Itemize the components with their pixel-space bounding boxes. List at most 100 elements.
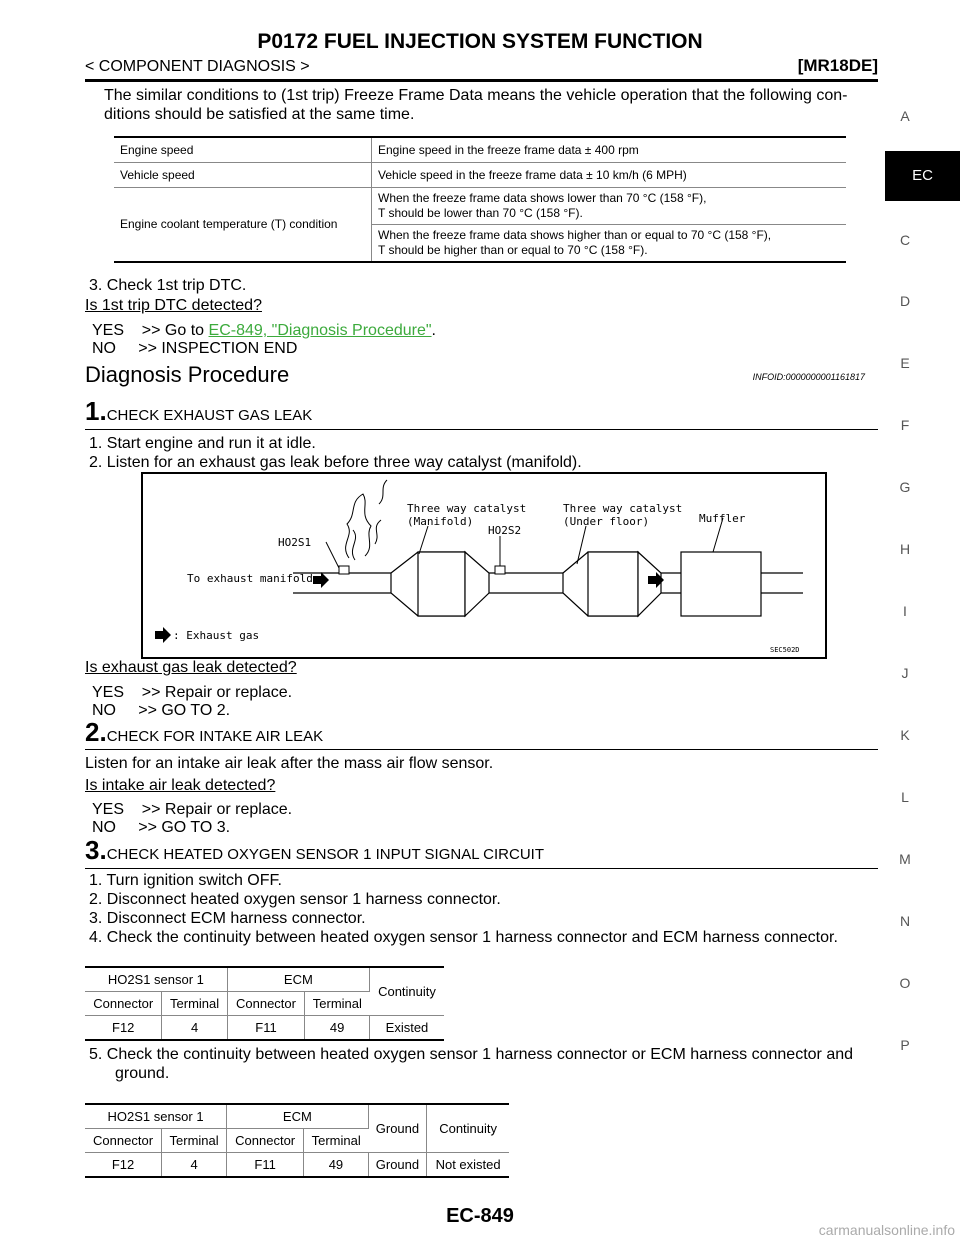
index-tab-e[interactable]: E: [900, 355, 910, 371]
table-cell: 49: [303, 1152, 369, 1177]
table-cell: When the freeze frame data shows lower t…: [371, 187, 846, 225]
list-item: 1. Turn ignition switch OFF.: [89, 872, 282, 889]
step-2-header: 2.CHECK FOR INTAKE AIR LEAK: [85, 717, 323, 748]
index-tab-c[interactable]: C: [899, 232, 911, 248]
ground-continuity-table: HO2S1 sensor 1 ECM Ground Continuity Con…: [85, 1103, 509, 1178]
check-dtc-step: 3. Check 1st trip DTC.: [89, 277, 247, 294]
table-row: Engine coolant temperature (T) condition…: [114, 187, 846, 263]
table-row: F12 4 F11 49 Ground Not existed: [85, 1152, 509, 1177]
header-divider: [85, 79, 878, 82]
table-cell: Engine speed in the freeze frame data ± …: [371, 137, 846, 163]
yes-prefix: YES >> Go to: [92, 322, 209, 339]
table-cell: 4: [161, 1015, 228, 1040]
coolant-low-line-2: T should be lower than 70 °C (158 °F).: [378, 206, 583, 220]
step-divider: [85, 868, 878, 869]
intro-text: The similar conditions to (1st trip) Fre…: [104, 86, 847, 124]
column-header: Terminal: [304, 991, 370, 1016]
step-3-header: 3.CHECK HEATED OXYGEN SENSOR 1 INPUT SIG…: [85, 835, 544, 866]
column-header: Connector: [85, 991, 163, 1016]
table-row: When the freeze frame data shows higher …: [114, 225, 846, 263]
exhaust-system-diagram: Three way catalyst (Manifold) Three way …: [141, 472, 827, 659]
index-tab-f[interactable]: F: [900, 417, 910, 433]
column-header: Connector: [227, 991, 306, 1016]
table-cell: Engine coolant temperature (T) condition: [114, 187, 372, 263]
list-item: 3. Disconnect ECM harness connector.: [89, 910, 366, 927]
column-header: Connector: [85, 1128, 163, 1153]
table-header-row: Connector Terminal Connector Terminal: [85, 991, 444, 1016]
intake-leak-question: Is intake air leak detected?: [85, 777, 276, 794]
table-header-row: HO2S1 sensor 1 ECM Continuity: [85, 967, 444, 1016]
table-header-row: Connector Terminal Connector Terminal: [85, 1128, 509, 1153]
table-cell: Existed: [385, 1020, 429, 1035]
table-header-row: HO2S1 sensor 1 ECM Ground Continuity: [85, 1104, 509, 1153]
index-tab-p[interactable]: P: [900, 1037, 910, 1053]
continuity-table: HO2S1 sensor 1 ECM Continuity Connector …: [85, 966, 444, 1041]
table-cell: When the freeze frame data shows higher …: [372, 225, 847, 263]
column-header: Terminal: [161, 1128, 228, 1153]
step-1-yes: YES >> Repair or replace.: [92, 684, 293, 701]
column-header: Continuity: [369, 967, 444, 1016]
arrow-right-icon: [155, 627, 171, 643]
table-cell: Engine speed: [114, 137, 372, 163]
index-tab-d[interactable]: D: [899, 293, 911, 309]
index-tab-g[interactable]: G: [899, 479, 911, 495]
info-id: INFOID:0000000001161817: [752, 372, 865, 382]
column-header: Ground: [368, 1104, 428, 1153]
step-2-no: NO >> GO TO 3.: [92, 819, 231, 836]
column-header: Connector: [226, 1128, 305, 1153]
step-1-list: 1. Start engine and run it at idle. 2. L…: [89, 434, 582, 472]
list-item: 2. Disconnect heated oxygen sensor 1 har…: [89, 891, 501, 908]
step-2-yes: YES >> Repair or replace.: [92, 801, 293, 818]
dtc-no-line: NO >> INSPECTION END: [92, 340, 298, 357]
label-to-exhaust-manifold: To exhaust manifold: [187, 572, 313, 585]
column-header: ECM: [227, 967, 370, 992]
step-1-no: NO >> GO TO 2.: [92, 702, 231, 719]
legend-exhaust-gas: : Exhaust gas: [173, 629, 259, 642]
list-item: 5. Check the continuity between heated o…: [89, 1046, 854, 1063]
yes-suffix: .: [431, 322, 436, 339]
muffler-shape: [680, 551, 762, 617]
intro-line-2: ditions should be satisfied at the same …: [104, 106, 415, 123]
step-2-text: Listen for an intake air leak after the …: [85, 755, 494, 772]
arrow-right-icon: [648, 572, 664, 588]
coolant-high-line-2: T should be higher than or equal to 70 °…: [378, 243, 648, 257]
freeze-frame-conditions-table: Engine speed Engine speed in the freeze …: [114, 136, 846, 263]
label-twc-manifold-1: Three way catalyst: [407, 502, 526, 515]
index-tab-a[interactable]: A: [900, 108, 910, 124]
diagnosis-procedure-link[interactable]: EC-849, "Diagnosis Procedure": [208, 322, 432, 339]
table-cell: Ground: [368, 1152, 428, 1177]
page-number: EC-849: [446, 1205, 514, 1227]
page-title: P0172 FUEL INJECTION SYSTEM FUNCTION: [257, 30, 703, 53]
column-header: HO2S1 sensor 1: [85, 967, 228, 992]
dtc-yes-line: YES >> Go to EC-849, "Diagnosis Procedur…: [92, 321, 436, 340]
intro-line-1: The similar conditions to (1st trip) Fre…: [104, 87, 848, 104]
step-3-list: 1. Turn ignition switch OFF. 2. Disconne…: [89, 871, 838, 947]
index-tab-h[interactable]: H: [899, 541, 911, 557]
table-cell: F11: [226, 1152, 305, 1177]
label-ho2s2: HO2S2: [488, 524, 521, 537]
exhaust-diagram-svg: Three way catalyst (Manifold) Three way …: [155, 479, 803, 654]
index-tab-k[interactable]: K: [900, 727, 910, 743]
index-tab-n[interactable]: N: [899, 913, 911, 929]
index-tab-o[interactable]: O: [899, 975, 911, 991]
step-number: 2.: [85, 717, 107, 747]
engine-model: [MR18DE]: [797, 56, 878, 75]
table-cell: F12: [85, 1152, 163, 1177]
dtc-question: Is 1st trip DTC detected?: [85, 297, 262, 314]
coolant-low-line-1: When the freeze frame data shows lower t…: [378, 191, 707, 205]
table-cell: Vehicle speed in the freeze frame data ±…: [371, 162, 846, 188]
label-twc-under-1: Three way catalyst: [563, 502, 682, 515]
step-number: 3.: [85, 835, 107, 865]
index-tab-m[interactable]: M: [899, 851, 911, 867]
index-tab-j[interactable]: J: [901, 665, 909, 681]
column-header: Terminal: [303, 1128, 369, 1153]
list-item-continued: ground.: [115, 1065, 170, 1082]
table-row: F12 4 F11 49 Existed: [85, 1015, 444, 1040]
index-tab-ec-active[interactable]: EC: [885, 151, 960, 201]
index-tab-l[interactable]: L: [901, 789, 909, 805]
step-number: 1.: [85, 396, 107, 426]
table-cell: Vehicle speed: [114, 162, 372, 188]
step-3-item-5: 5. Check the continuity between heated o…: [89, 1045, 853, 1083]
column-header: HO2S1 sensor 1: [85, 1104, 228, 1129]
index-tab-i[interactable]: I: [903, 603, 907, 619]
